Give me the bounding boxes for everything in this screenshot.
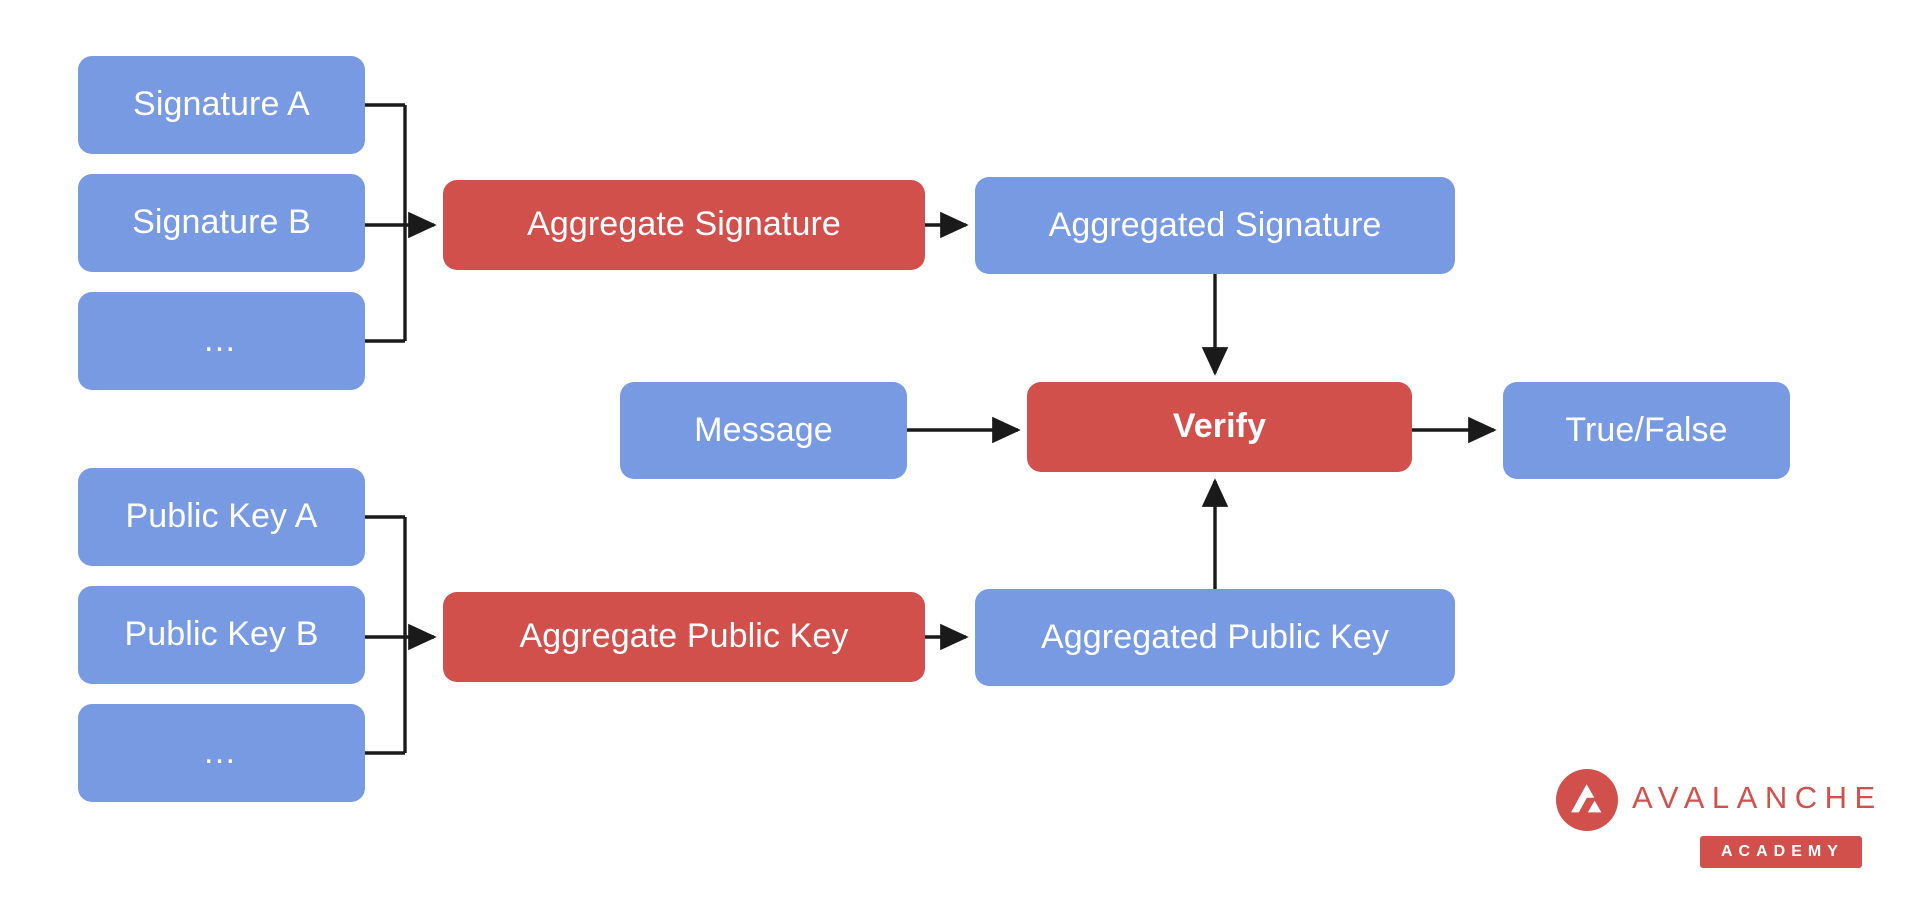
node-verify[interactable]: Verify xyxy=(1027,382,1412,472)
node-message[interactable]: Message xyxy=(620,382,907,479)
node-aggregated-signature[interactable]: Aggregated Signature xyxy=(975,177,1455,274)
node-label-true-false: True/False xyxy=(1565,410,1728,449)
node-label-aggregate-signature: Aggregate Signature xyxy=(527,205,841,244)
node-aggregate-signature[interactable]: Aggregate Signature xyxy=(443,180,925,270)
edge-public-keys-bus xyxy=(365,515,437,755)
node-label-signature-more: … xyxy=(202,321,241,360)
node-label-message: Message xyxy=(694,410,833,449)
node-public-key-more[interactable]: … xyxy=(78,704,365,802)
node-label-signature-a: Signature A xyxy=(133,85,310,124)
node-public-key-a[interactable]: Public Key A xyxy=(78,468,365,566)
avalanche-academy-logo: AVALANCHE ACADEMY xyxy=(1556,766,1886,876)
node-signature-a[interactable]: Signature A xyxy=(78,56,365,154)
node-aggregated-public-key[interactable]: Aggregated Public Key xyxy=(975,589,1455,686)
node-signature-b[interactable]: Signature B xyxy=(78,174,365,272)
node-label-public-key-more: … xyxy=(202,733,241,772)
logo-academy-badge: ACADEMY xyxy=(1700,836,1862,868)
node-label-aggregated-public-key: Aggregated Public Key xyxy=(1041,617,1389,656)
node-label-verify: Verify xyxy=(1172,407,1267,446)
node-aggregate-public-key[interactable]: Aggregate Public Key xyxy=(443,592,925,682)
edge-signatures-bus xyxy=(365,103,437,343)
node-signature-more[interactable]: … xyxy=(78,292,365,390)
node-true-false[interactable]: True/False xyxy=(1503,382,1790,479)
logo-wordmark: AVALANCHE xyxy=(1632,780,1883,815)
node-label-aggregated-signature: Aggregated Signature xyxy=(1048,205,1382,244)
node-label-public-key-a: Public Key A xyxy=(125,497,318,536)
avalanche-triangle-icon xyxy=(1556,769,1618,831)
node-label-aggregate-public-key: Aggregate Public Key xyxy=(519,617,849,656)
node-label-signature-b: Signature B xyxy=(132,203,311,242)
node-label-public-key-b: Public Key B xyxy=(124,615,319,654)
node-public-key-b[interactable]: Public Key B xyxy=(78,586,365,684)
logo-academy-label: ACADEMY xyxy=(1721,843,1844,860)
